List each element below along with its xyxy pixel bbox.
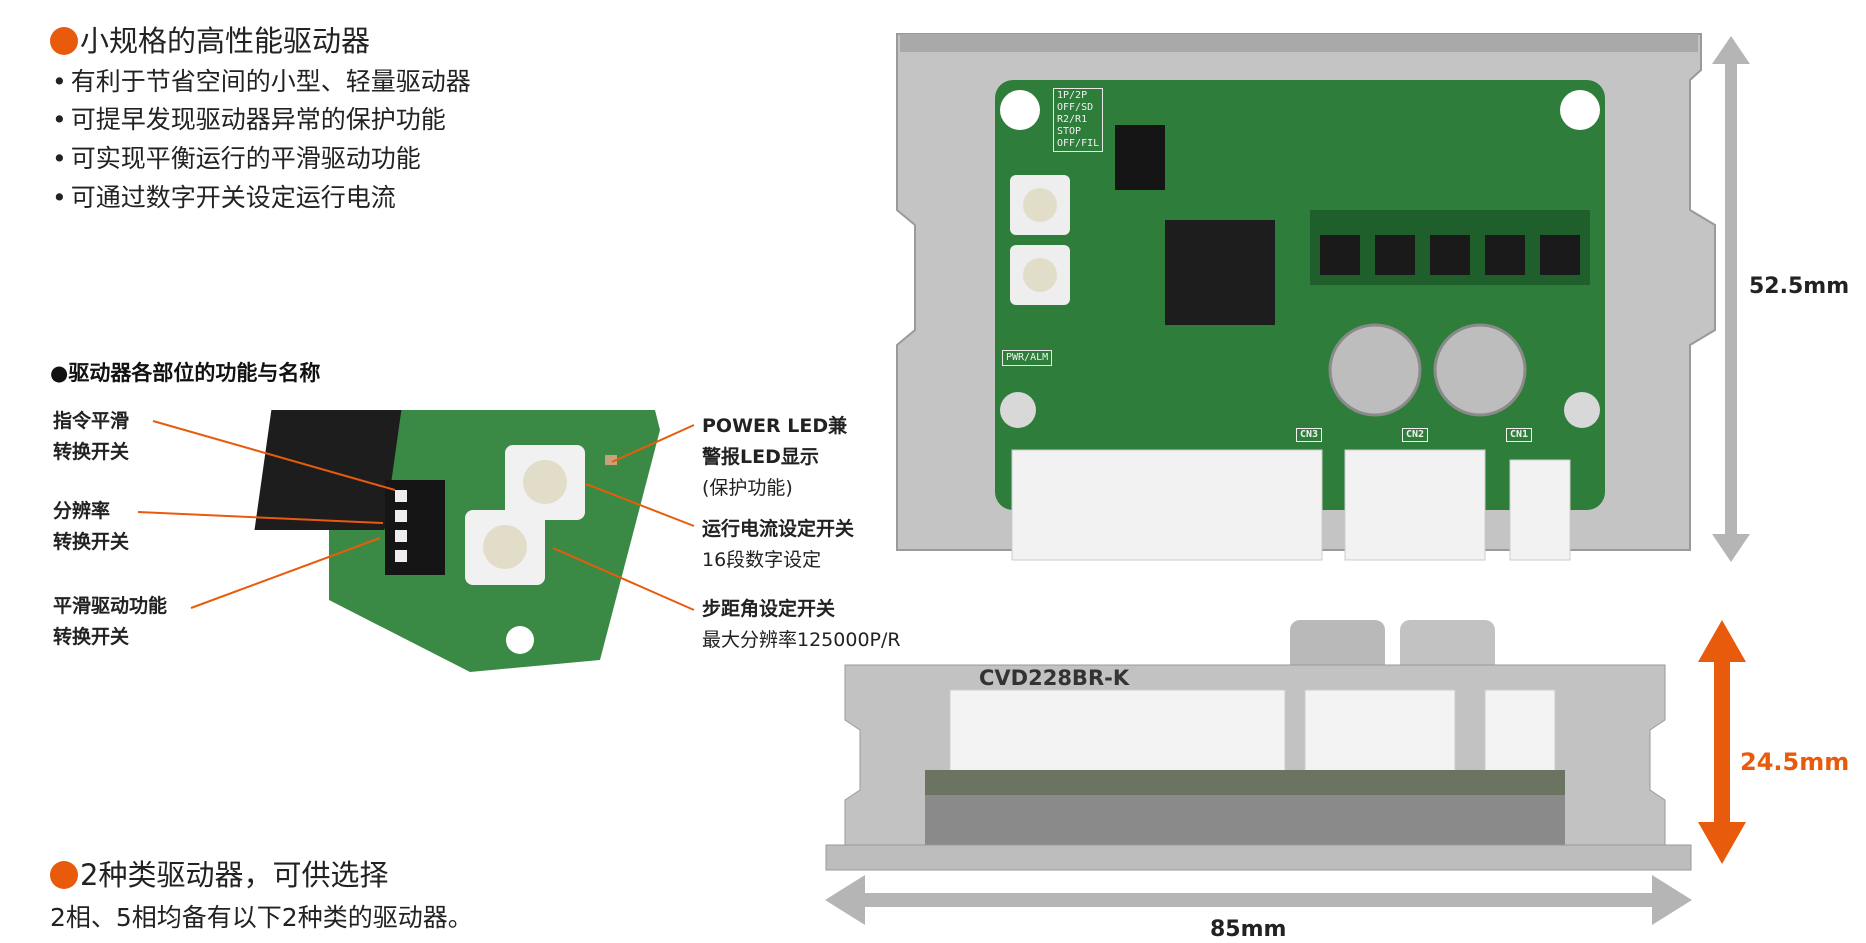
capacitor: [1433, 323, 1527, 417]
label-line: 运行电流设定开关: [702, 518, 855, 540]
silk-label-off-sd: OFF/SD: [1057, 102, 1094, 113]
silk-label-off-fil: OFF/FIL: [1057, 138, 1100, 149]
label-resolution-switch: 分辨率转换开关: [53, 496, 129, 558]
arrow-height-side: [1698, 620, 1746, 864]
feature-bullet: 可实现平衡运行的平滑驱动功能: [52, 139, 421, 175]
connector-cn2: [1344, 449, 1486, 561]
orange-dot-icon: [50, 27, 78, 55]
connector-cn3: [1011, 449, 1323, 561]
power-led: [605, 455, 617, 465]
dip-switch: [385, 480, 445, 575]
silk-label-cn2: CN2: [1402, 428, 1429, 442]
label-line: POWER LED兼: [702, 415, 848, 437]
parts-title: ●驱动器各部位的功能与名称: [50, 361, 321, 385]
main-chip: [1165, 220, 1275, 325]
section-title-compact-driver: 小规格的高性能驱动器: [50, 18, 370, 60]
label-line: (保护功能): [702, 477, 793, 499]
label-line: 指令平滑: [53, 410, 130, 432]
feature-bullet: 有利于节省空间的小型、轻量驱动器: [52, 62, 471, 98]
leader-line: [611, 424, 695, 463]
section-title-text: 小规格的高性能驱动器: [80, 24, 371, 58]
board-switch-labels: 1P/2P OFF/SD R2/R1 STOP OFF/FIL: [1053, 88, 1104, 152]
driver-top-view-image: [896, 33, 1716, 561]
label-current-switch: 运行电流设定开关 16段数字设定: [702, 514, 854, 576]
label-line: 16段数字设定: [702, 549, 822, 571]
leader-line: [137, 511, 384, 524]
silk-label-1p2p: 1P/2P: [1057, 90, 1088, 101]
section-title-two-types: 2种类驱动器，可供选择: [50, 852, 388, 894]
label-power-alarm-led: POWER LED兼警报LED显示 (保护功能): [702, 411, 847, 504]
leader-line: [152, 420, 396, 491]
arrow-height-top: [1712, 36, 1750, 562]
label-line: 分辨率: [53, 500, 111, 522]
leader-line: [552, 547, 695, 611]
orange-dot-icon: [50, 861, 78, 889]
label-line: 平滑驱动功能: [53, 595, 168, 617]
section2-description: 2相、5相均备有以下2种类的驱动器。: [50, 903, 473, 932]
arrow-width: [825, 875, 1692, 925]
label-smooth-drive-switch: 平滑驱动功能转换开关: [53, 591, 167, 653]
driver-side-view-image: [825, 620, 1692, 871]
dimension-width: 85mm: [1210, 917, 1287, 942]
dimension-height-side: 24.5mm: [1740, 748, 1850, 776]
leader-line: [585, 483, 695, 527]
label-line: 转换开关: [53, 531, 130, 553]
feature-bullet: 可提早发现驱动器异常的保护功能: [52, 100, 446, 136]
silk-label-cn3: CN3: [1296, 428, 1323, 442]
model-label: CVD228BR-K: [979, 666, 1130, 690]
closeup-board-image: [254, 410, 660, 672]
dimension-height-top: 52.5mm: [1749, 274, 1850, 299]
silk-label-stop: STOP: [1057, 126, 1082, 137]
silk-label-r2-r1: R2/R1: [1057, 114, 1088, 125]
label-line: 最大分辨率125000P/R: [702, 629, 901, 651]
label-line: 转换开关: [53, 441, 130, 463]
silk-label-cn1: CN1: [1506, 428, 1533, 442]
label-line: 转换开关: [53, 626, 130, 648]
leader-lines: [137, 420, 695, 611]
label-step-angle-switch: 步距角设定开关最大分辨率125000P/R: [702, 594, 901, 656]
label-line: 步距角设定开关: [702, 598, 836, 620]
connector-cn1: [1509, 459, 1571, 561]
label-line: 警报LED显示: [702, 446, 819, 468]
label-command-smoothing-switch: 指令平滑转换开关: [53, 406, 129, 468]
section-title-text: 2种类驱动器，可供选择: [80, 858, 389, 892]
silk-label-pwr-alm: PWR/ALM: [1002, 350, 1053, 366]
leader-line: [190, 537, 381, 609]
capacitor: [1328, 323, 1422, 417]
feature-bullet: 可通过数字开关设定运行电流: [52, 178, 396, 214]
